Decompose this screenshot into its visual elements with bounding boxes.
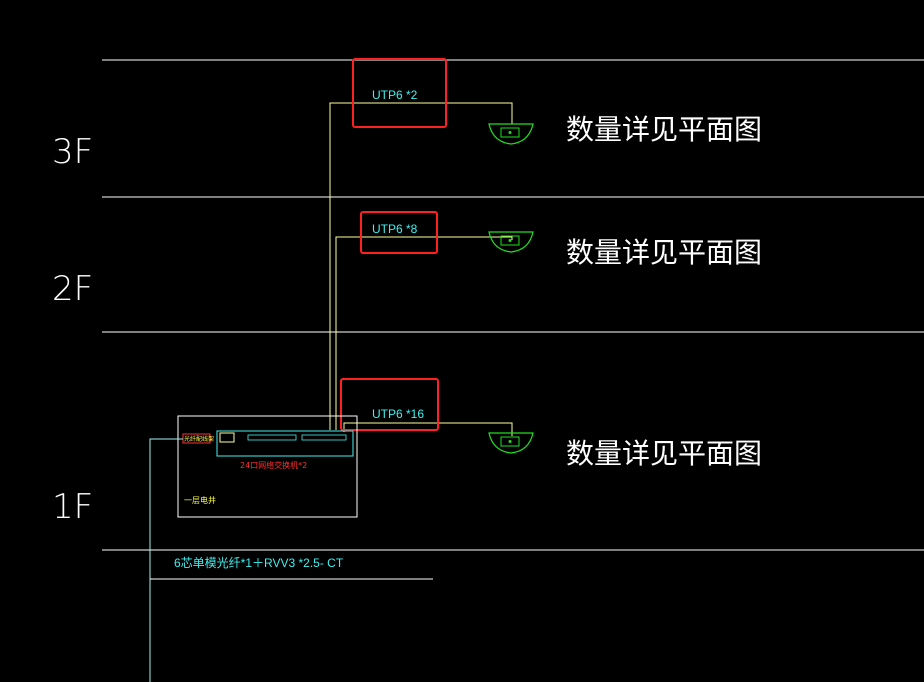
switch-ports [247,434,347,441]
utp-label-2f: UTP6 *8 [372,222,418,236]
incoming-cable-label: 6芯单模光纤*1＋RVV3 *2.5- CT [174,556,344,570]
outlet-icon-1f [488,432,534,454]
riser-2f [335,236,513,430]
switch-label: 24口网络交换机*2 [240,460,307,470]
floor-label-2f: 2F [52,269,93,309]
highlight-box-1f [340,378,439,431]
note-1f: 数量详见平面图 [566,437,762,470]
floor-label-1f: 1F [52,487,93,527]
cabinet-frame [177,415,358,518]
odf-label: 光纤配线架 [184,435,214,443]
floor-label-3f: 3F [52,132,93,172]
highlight-box-3f [352,58,447,128]
note-2f: 数量详见平面图 [566,236,762,269]
switch-panel [216,430,354,457]
outlet-icon-2f [488,231,534,253]
riser-3f [329,102,513,430]
incoming-cable [149,438,183,682]
switch-port-block [219,432,235,443]
note-3f: 数量详见平面图 [566,113,762,146]
utp-label-1f: UTP6 *16 [372,407,424,421]
outlet-icon-3f [488,123,534,145]
room-label: 一层电井 [184,495,216,505]
utp-label-3f: UTP6 *2 [372,88,418,102]
riser-1f [343,422,513,436]
highlight-box-2f [360,211,438,254]
